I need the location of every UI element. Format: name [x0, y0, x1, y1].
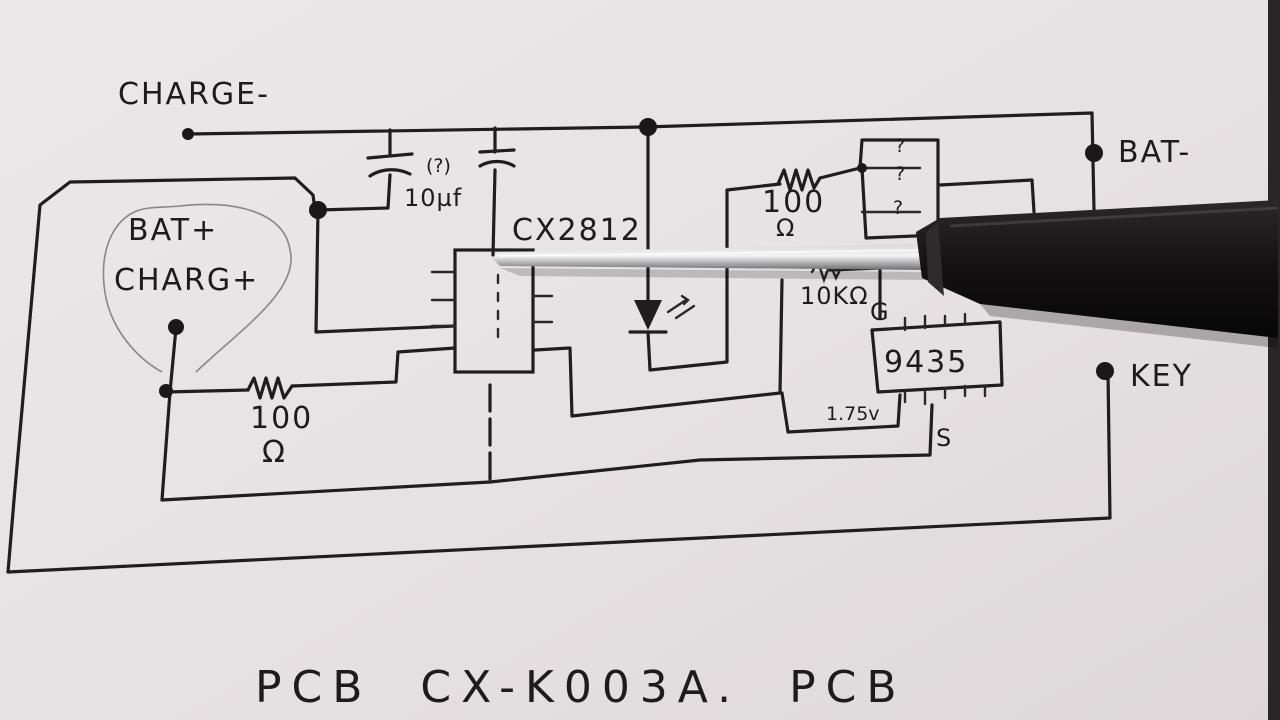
junction-top — [639, 118, 657, 136]
label-cap-prefix: (?) — [426, 155, 451, 177]
label-charg-plus: CHARG+ — [114, 263, 259, 298]
bat-minus-terminal — [1085, 144, 1103, 162]
paper-edge-shadow — [1268, 0, 1280, 720]
junction-dots — [159, 118, 1114, 398]
black-pen — [916, 200, 1279, 348]
pencil-bubble — [102, 203, 292, 373]
junction-unknown — [857, 163, 867, 173]
label-gate-pin: G — [870, 298, 890, 326]
label-charge-minus: CHARGE- — [118, 77, 270, 112]
bat-plus-terminal — [168, 319, 184, 335]
junction-cap — [309, 201, 327, 219]
label-board-title: PCB CX-K003A. PCB — [255, 662, 907, 713]
label-unknown-3: ? — [893, 197, 903, 219]
label-key: KEY — [1130, 359, 1193, 394]
charge-minus-terminal — [182, 128, 194, 140]
label-mosfet: 9435 — [884, 345, 968, 380]
resistor-left — [246, 376, 294, 400]
screwdriver-probe — [492, 244, 931, 280]
key-terminal — [1096, 362, 1114, 380]
label-voltage: 1.75v — [826, 403, 880, 425]
resistor-right — [776, 168, 822, 192]
capacitor-2 — [478, 148, 516, 168]
label-unknown-1: ? — [895, 135, 905, 157]
capacitor-1 — [366, 152, 414, 178]
chip-cx2812 — [430, 248, 554, 374]
label-bat-plus: BAT+ — [128, 213, 218, 248]
unknown-parts-box — [860, 166, 922, 214]
mosfet-9435 — [870, 312, 1004, 406]
label-chip: CX2812 — [512, 213, 642, 248]
label-source-pin: S — [936, 424, 952, 452]
label-unknown-2: ? — [895, 163, 905, 185]
label-cap-value: 10µf — [404, 184, 462, 212]
label-res-gate: 10KΩ — [800, 282, 869, 310]
led-diode — [628, 294, 696, 334]
label-res-right-unit: Ω — [776, 214, 795, 242]
junction-resistor — [159, 384, 173, 398]
label-res-left-value: 100 — [250, 401, 313, 436]
label-bat-minus: BAT- — [1118, 135, 1191, 170]
label-res-right-value: 100 — [762, 185, 825, 220]
label-res-left-unit: Ω — [262, 435, 287, 470]
